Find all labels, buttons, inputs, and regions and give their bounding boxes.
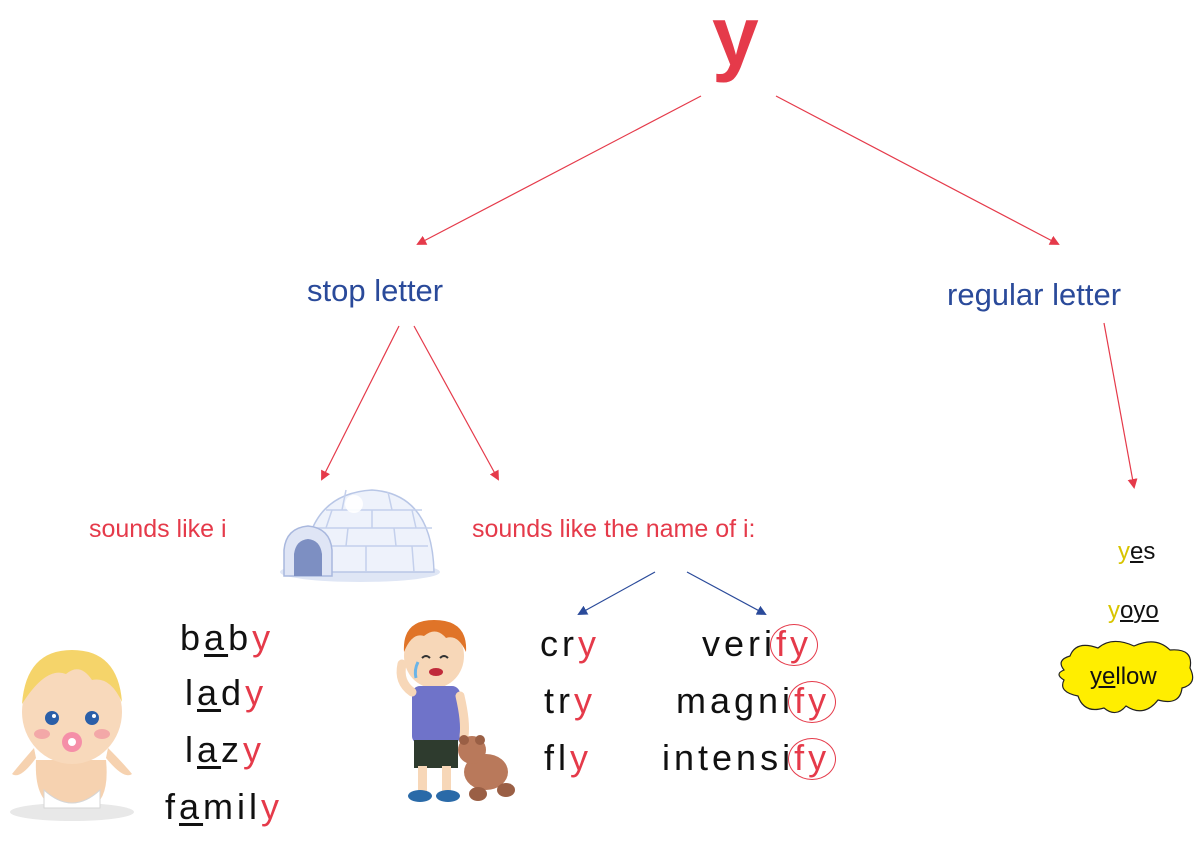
fy-circled-ending: fy [770,623,819,666]
arrow-stop-to-long [413,325,499,481]
short-i-word-baby: baby [180,617,275,658]
regular-word-yellow: yellow [1090,663,1157,690]
fy-circled-ending: fy [788,737,837,780]
short-i-word-lazy: lazy [185,729,266,770]
long-i-word-magnify: magnify [676,680,837,723]
arrow-long-to-simple [577,571,656,615]
arrow-stop-to-short [321,325,400,481]
long-i-word-cry: cry [540,623,600,664]
long-i-word-verify: verify [702,623,819,666]
branch-stop-letter: stop letter [307,273,444,308]
short-i-word-family: family [165,786,284,827]
arrow-root-to-stop [416,95,702,245]
root-letter: y [712,0,759,83]
subbranch-sounds-like-name-of-i: sounds like the name of i: [472,515,756,543]
arrow-root-to-regular [775,95,1060,245]
fy-circled-ending: fy [788,680,837,723]
long-i-word-try: try [544,680,596,721]
short-i-word-lady: lady [185,672,268,713]
branch-regular-letter: regular letter [947,277,1122,312]
regular-word-yoyo: yoyo [1108,597,1159,624]
arrow-regular-to-words [1103,322,1138,489]
long-i-word-fly: fly [544,737,592,778]
long-i-word-intensify: intensify [662,737,837,780]
igloo-icon [280,489,440,582]
crying-boy-icon [396,620,515,802]
arrow-long-to-fy [686,571,767,615]
baby-icon [10,650,134,821]
subbranch-sounds-like-i: sounds like i [89,515,227,543]
regular-word-yes: yes [1118,538,1156,565]
yellow-splat-icon [1058,640,1194,714]
